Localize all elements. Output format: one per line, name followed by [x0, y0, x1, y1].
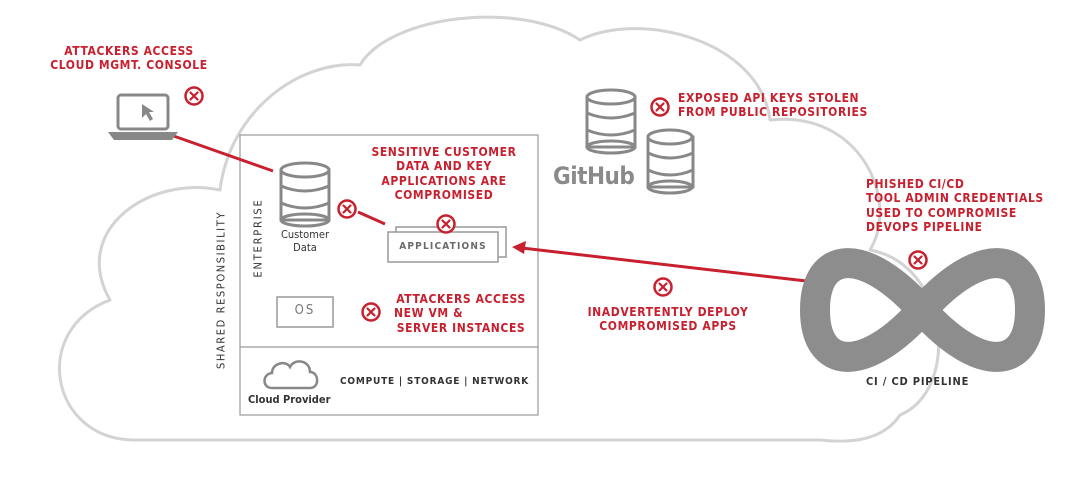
customer-data-label-line1: Customer	[280, 228, 330, 241]
os-label: OS	[294, 303, 316, 318]
customer-data-label-line2: Data	[293, 241, 317, 255]
callout-deploy-line1: INADVERTENTLY DEPLOY	[587, 305, 749, 319]
threat-icon-api-keys	[650, 97, 670, 117]
callout-customer-data: SENSITIVE CUSTOMER DATA AND KEY APPLICAT…	[356, 145, 532, 203]
github-logo-text: GitHub	[553, 162, 635, 190]
data-attack-line	[357, 210, 386, 226]
callout-api-keys: EXPOSED API KEYS STOLEN FROM PUBLIC REPO…	[678, 91, 868, 120]
threat-icon-vm	[361, 302, 381, 322]
customer-database-icon	[279, 161, 331, 228]
deploy-arrow-line	[521, 246, 816, 284]
callout-api-keys-line1: EXPOSED API KEYS STOLEN	[678, 91, 860, 105]
callout-phished-line3: USED TO COMPROMISE	[866, 205, 1017, 220]
threat-icon-deploy	[653, 277, 673, 297]
github-database-icon-front	[646, 128, 695, 195]
cloud-provider-icon	[263, 360, 319, 390]
laptop-icon	[108, 93, 178, 140]
callout-vm: ATTACKERS ACCESS NEW VM & SERVER INSTANC…	[386, 292, 536, 335]
callout-phished-line2: TOOL ADMIN CREDENTIALS	[866, 191, 1044, 206]
callout-api-keys-line2: FROM PUBLIC REPOSITORIES	[678, 105, 868, 120]
threat-icon-console	[184, 86, 204, 106]
callout-customer-data-line2: DATA AND KEY	[396, 159, 492, 174]
callout-vm-line1: ATTACKERS ACCESS	[396, 292, 526, 306]
customer-data-label: Customer Data	[270, 228, 340, 254]
threat-icon-customer-data	[337, 199, 357, 219]
callout-console: ATTACKERS ACCESS CLOUD MGMT. CONSOLE	[40, 44, 218, 73]
infinity-icon	[800, 248, 1045, 372]
callout-customer-data-line4: COMPROMISED	[394, 188, 494, 203]
pipeline-label: CI / CD PIPELINE	[866, 375, 970, 388]
infrastructure-label: COMPUTE | STORAGE | NETWORK	[340, 376, 530, 387]
callout-deploy-line2: COMPROMISED APPS	[599, 319, 737, 334]
threat-icon-pipeline	[908, 250, 928, 270]
os-box	[276, 296, 334, 328]
enterprise-label: ENTERPRISE	[251, 198, 265, 278]
callout-console-line2: CLOUD MGMT. CONSOLE	[50, 58, 208, 73]
callout-phished-line4: DEVOPS PIPELINE	[866, 220, 983, 235]
deploy-arrowhead	[512, 241, 526, 254]
threat-icon-applications	[436, 214, 456, 234]
callout-phished-line1: PHISHED CI/CD	[866, 177, 965, 191]
callout-vm-line3: SERVER INSTANCES	[396, 320, 526, 335]
cloud-provider-label: Cloud Provider	[248, 393, 331, 406]
shared-responsibility-label: SHARED RESPONSIBILITY	[214, 211, 228, 369]
console-attack-line	[167, 132, 274, 173]
callout-console-line1: ATTACKERS ACCESS	[64, 44, 194, 58]
applications-label: APPLICATIONS	[399, 241, 487, 252]
callout-phished: PHISHED CI/CD TOOL ADMIN CREDENTIALS USE…	[866, 177, 1044, 235]
github-database-icon-back	[585, 88, 637, 155]
callout-vm-line2: NEW VM &	[394, 306, 464, 321]
callout-customer-data-line3: APPLICATIONS ARE	[381, 173, 507, 188]
callout-deploy: INADVERTENTLY DEPLOY COMPROMISED APPS	[570, 305, 766, 334]
callout-customer-data-line1: SENSITIVE CUSTOMER	[371, 145, 517, 159]
